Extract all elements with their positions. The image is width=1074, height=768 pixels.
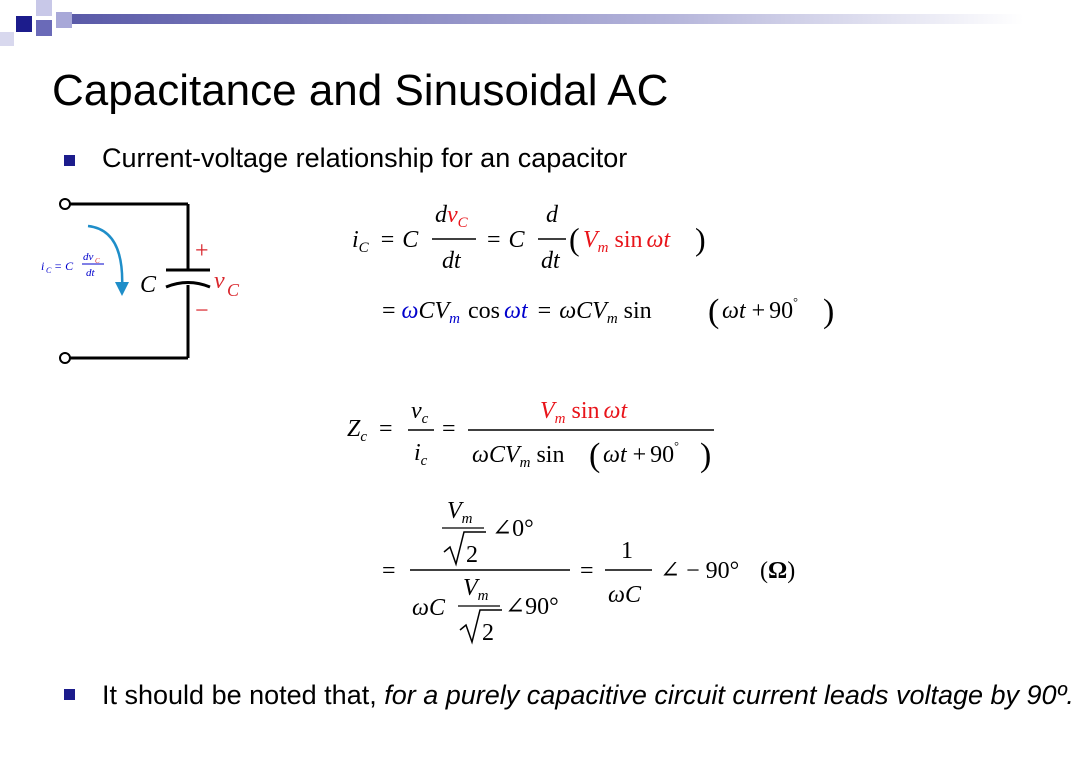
svg-text:Vm: Vm [447, 498, 473, 527]
inset-rhs: = C [54, 259, 74, 273]
svg-text:=: = [442, 416, 456, 442]
svg-text:ωC: ωC [412, 595, 446, 621]
svg-text:(: ( [589, 437, 600, 474]
current-arrow [87, 224, 124, 291]
svg-text:vc: vc [411, 398, 429, 427]
inset-i-sub: C [46, 266, 52, 275]
capacitor-label: C [140, 272, 157, 298]
svg-text:=: = [382, 558, 396, 584]
svg-text:∠ − 90°: ∠ − 90° [660, 558, 739, 584]
capacitor-plate-bottom [165, 281, 211, 289]
bullet-text: It should be noted that, for a purely ca… [102, 677, 1074, 713]
svg-text:2: 2 [482, 620, 494, 646]
deco-square [0, 32, 14, 46]
bullet-note-italic: for a purely capacitive circuit current … [384, 680, 1074, 710]
svg-text:iC=C: iC=C [352, 227, 419, 256]
terminal-bottom [59, 352, 71, 364]
svg-text:1: 1 [621, 538, 633, 564]
deco-square [16, 16, 32, 32]
bullet-marker [64, 689, 75, 700]
svg-text:dt: dt [541, 248, 561, 274]
inset-i: i [41, 259, 44, 273]
svg-text:(Ω): (Ω) [760, 558, 795, 584]
page-title: Capacitance and Sinusoidal AC [52, 66, 669, 115]
svg-text:Vm: Vm [463, 575, 489, 604]
plus-sign: + [195, 238, 209, 264]
deco-square [36, 0, 52, 16]
svg-text:ωt+90°: ωt+90° [722, 295, 798, 324]
current-arrow-head [115, 282, 129, 296]
inset-num-sub: C [95, 257, 100, 265]
svg-text:(: ( [708, 293, 719, 330]
inset-num: dv [83, 251, 94, 263]
svg-text:): ) [695, 221, 706, 257]
deco-square [56, 12, 72, 28]
svg-text:d: d [546, 202, 559, 228]
svg-text:ic: ic [414, 440, 428, 469]
svg-text:dvC: dvC [435, 202, 469, 231]
equation-phasor: Vm 2 ∠0° = ωC Vm 2 ∠90° = 1 ωC ∠ − 90° (… [382, 498, 795, 646]
svg-text:ωt+90°: ωt+90° [603, 439, 679, 468]
voltage-sub: C [227, 280, 240, 300]
svg-text:): ) [700, 437, 711, 474]
svg-text:=C: =C [487, 227, 526, 253]
svg-text:dt: dt [442, 248, 462, 274]
bullet-marker [64, 155, 75, 166]
voltage-label: v [214, 268, 225, 294]
bullet-text: Current-voltage relationship for an capa… [102, 143, 628, 173]
svg-text:Zc=: Zc= [347, 416, 393, 445]
svg-text:=: = [580, 558, 594, 584]
capacitor-circuit-diagram: i C = C dv C dt C + − v C [41, 198, 240, 364]
svg-text:∠90°: ∠90° [505, 594, 559, 620]
deco-square [36, 20, 52, 36]
svg-text:2: 2 [466, 542, 478, 568]
header-decoration [0, 0, 1024, 46]
svg-text:(: ( [569, 221, 580, 257]
svg-text:∠0°: ∠0° [492, 516, 534, 542]
bullet-note-plain: It should be noted that, [102, 680, 385, 710]
svg-text:): ) [823, 293, 834, 330]
terminal-top [59, 198, 71, 210]
deco-bar [72, 14, 1024, 24]
inset-den: dt [86, 267, 96, 279]
svg-text:ωC: ωC [608, 582, 642, 608]
minus-sign: − [195, 298, 209, 324]
